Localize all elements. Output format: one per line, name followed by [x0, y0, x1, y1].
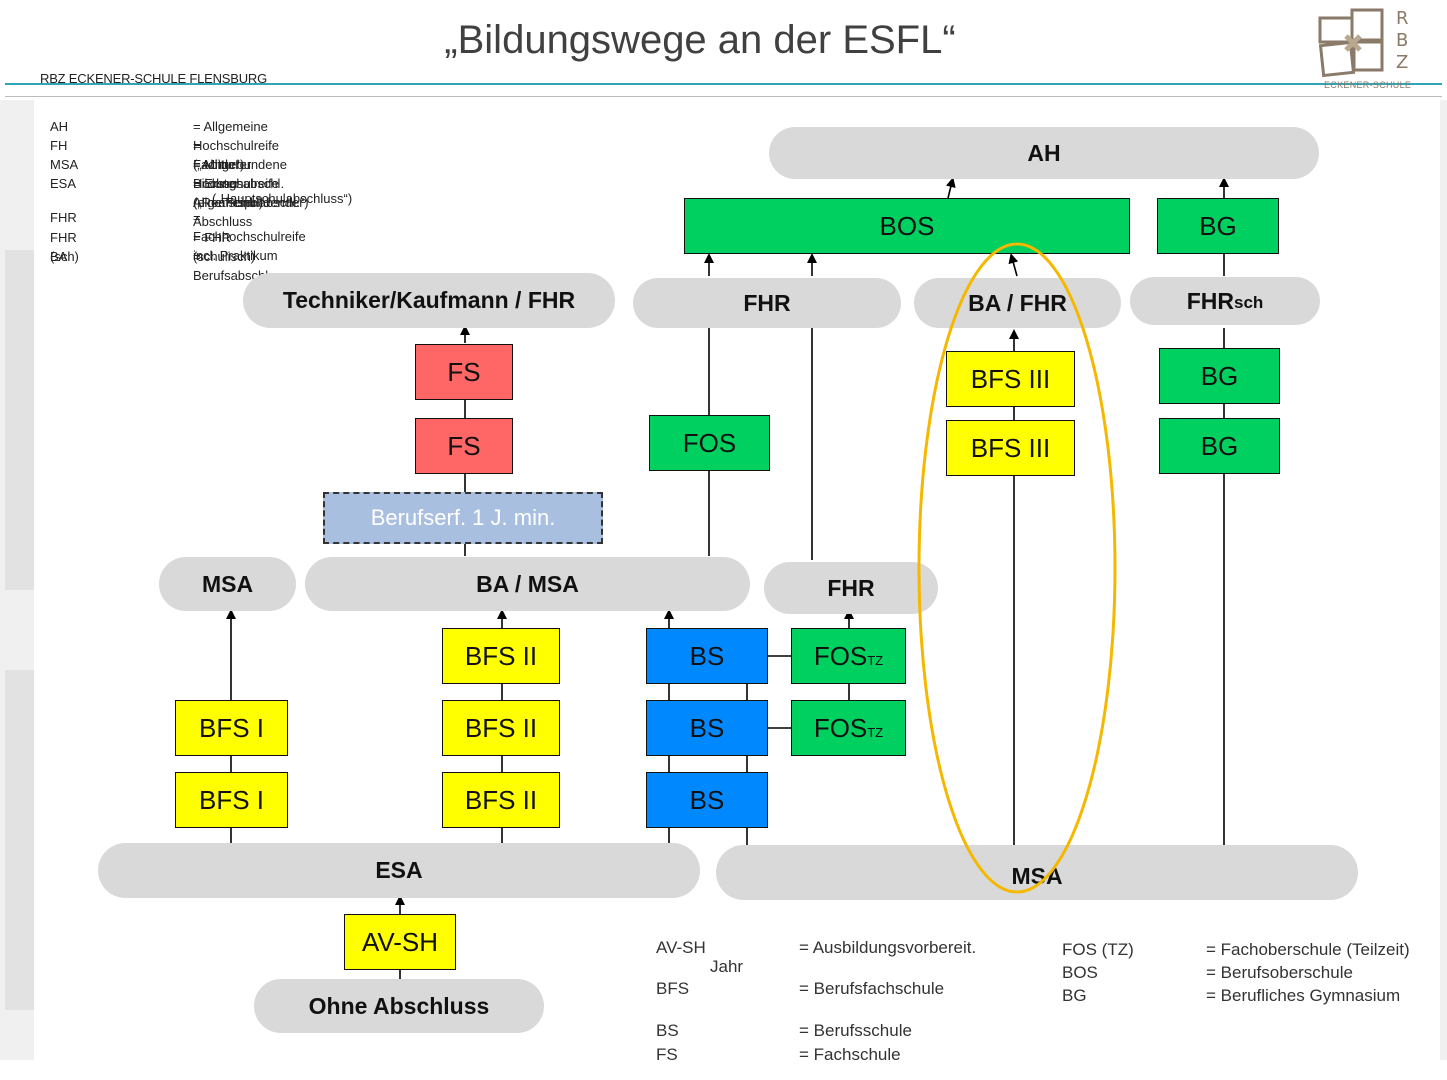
- node-bg-upper: BG: [1159, 348, 1280, 404]
- node-fs-upper: FS: [415, 344, 513, 400]
- logo-letters: R B Z: [1396, 8, 1409, 73]
- node-ba-msa: BA / MSA: [305, 557, 750, 611]
- node-bs-3: BS: [646, 772, 768, 828]
- left-sidebar-block: [5, 670, 34, 1010]
- node-bfs1-1: BFS I: [175, 700, 288, 756]
- node-techniker-fhr: Techniker/Kaufmann / FHR: [243, 273, 615, 328]
- node-fs-lower: FS: [415, 418, 513, 474]
- rbz-logo-icon: [1318, 8, 1384, 78]
- node-bfs2-2: BFS II: [442, 700, 560, 756]
- node-msa-left: MSA: [159, 557, 296, 611]
- node-bg-lower: BG: [1159, 418, 1280, 474]
- school-name: RBZ ECKENER-SCHULE FLENSBURG: [40, 71, 267, 86]
- node-bfs1-2: BFS I: [175, 772, 288, 828]
- left-sidebar-block: [5, 250, 34, 590]
- node-bs-2: BS: [646, 700, 768, 756]
- legend-bottom-left: AV-SH = Ausbildungsvorbereit. Jahr BFS =…: [656, 938, 977, 1064]
- node-ah: AH: [769, 127, 1319, 179]
- legend-bottom-right: FOS (TZ) = Fachoberschule (Teilzeit) BOS…: [1062, 940, 1410, 1005]
- node-bfs3-lower: BFS III: [946, 420, 1075, 476]
- logo-caption: ECKENER-SCHULE: [1324, 80, 1412, 90]
- header-divider: [5, 83, 1442, 85]
- header-divider: [5, 96, 1442, 97]
- page-title: „Bildungswege an der ESFL“: [444, 18, 956, 62]
- node-berufserfahrung: Berufserf. 1 J. min.: [323, 492, 603, 544]
- node-bos: BOS: [684, 198, 1130, 254]
- node-fhr-mid: FHR: [764, 562, 938, 614]
- right-sidebar: [1440, 100, 1447, 1060]
- node-bfs2-1: BFS II: [442, 628, 560, 684]
- node-bfs2-3: BFS II: [442, 772, 560, 828]
- node-fos: FOS: [649, 415, 770, 471]
- node-bfs3-upper: BFS III: [946, 351, 1075, 407]
- node-bg-top: BG: [1157, 198, 1279, 254]
- node-esa: ESA: [98, 843, 700, 898]
- node-av-sh: AV-SH: [344, 914, 456, 970]
- node-ohne-abschluss: Ohne Abschluss: [254, 979, 544, 1033]
- node-fhr-upper: FHR: [633, 278, 901, 328]
- node-ba-fhr: BA / FHR: [914, 278, 1121, 328]
- node-bs-1: BS: [646, 628, 768, 684]
